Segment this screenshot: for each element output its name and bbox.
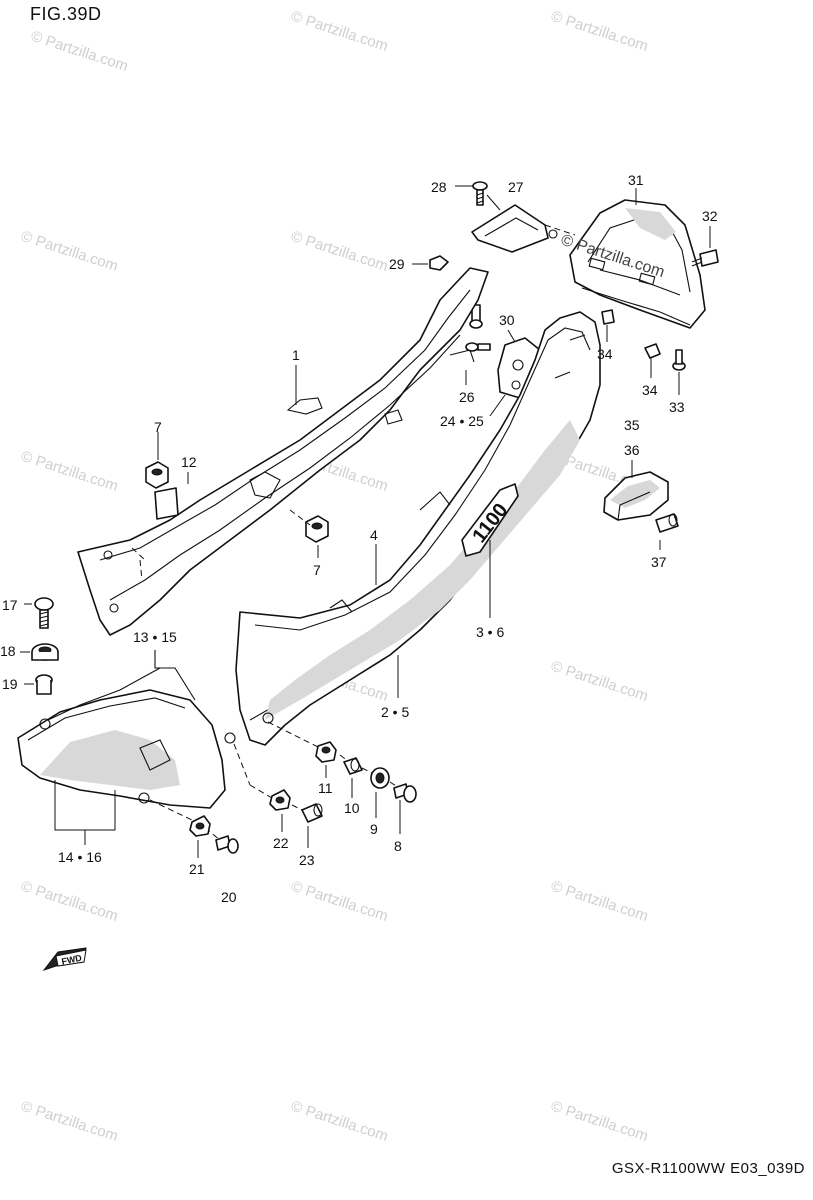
callout-label: 20 bbox=[221, 889, 237, 905]
callout-label: 21 bbox=[189, 861, 205, 877]
callout-label: 34 bbox=[597, 346, 613, 362]
callout-label: 18 bbox=[0, 643, 16, 659]
part-37-collar bbox=[655, 513, 679, 533]
part-14-16-side-cover bbox=[17, 650, 236, 809]
callout-label: 28 bbox=[431, 179, 447, 195]
part-29-clip bbox=[412, 255, 449, 271]
callout-label: 7 bbox=[154, 419, 162, 435]
part-17-bolt bbox=[24, 597, 54, 629]
callout-label: 23 bbox=[299, 852, 315, 868]
callout-label: 8 bbox=[394, 838, 402, 854]
part-8-screw bbox=[393, 783, 417, 834]
part-30-screw bbox=[469, 304, 483, 329]
watermark: © Partzilla.com bbox=[549, 1098, 650, 1145]
callout-label: 7 bbox=[313, 562, 321, 578]
callout-label: 31 bbox=[628, 172, 644, 188]
callout-label: 29 bbox=[389, 256, 405, 272]
callout-label: 19 bbox=[2, 676, 18, 692]
watermark: © Partzilla.com bbox=[289, 8, 390, 55]
figure-code: GSX-R1100WW E03_039D bbox=[611, 1160, 805, 1177]
watermark: © Partzilla.com bbox=[19, 228, 120, 275]
watermark: © Partzilla.com bbox=[289, 1098, 390, 1145]
callout-labels: 28 27 31 32 29 30 1 26 34 34 33 24 • 25 … bbox=[0, 172, 718, 905]
part-22-grommet bbox=[269, 789, 291, 832]
part-34-nut bbox=[601, 309, 615, 342]
part-7-grommet bbox=[305, 515, 329, 558]
watermark: © Partzilla.com bbox=[289, 228, 390, 275]
callout-label: 17 bbox=[2, 597, 18, 613]
callout-label: 37 bbox=[651, 554, 667, 570]
part-34-nut bbox=[644, 343, 661, 378]
part-18-washer bbox=[20, 643, 59, 661]
part-27-bracket bbox=[471, 204, 558, 253]
part-12-label bbox=[154, 472, 189, 520]
callout-label: 33 bbox=[669, 399, 685, 415]
callout-label: 1 bbox=[292, 347, 300, 363]
callout-label: 32 bbox=[702, 208, 718, 224]
part-11-grommet bbox=[315, 741, 337, 778]
callout-label: 12 bbox=[181, 454, 197, 470]
fig-title: FIG.39D bbox=[30, 4, 102, 24]
callout-label: 2 • 5 bbox=[381, 704, 409, 720]
watermark: © Partzilla.com bbox=[19, 878, 120, 925]
leader-14-16 bbox=[54, 780, 116, 845]
leader-lines bbox=[295, 188, 661, 698]
callout-label: 13 • 15 bbox=[133, 629, 177, 645]
watermark: © Partzilla.com bbox=[19, 448, 120, 495]
watermark: © Partzilla.com bbox=[549, 658, 650, 705]
callout-label: 34 bbox=[642, 382, 658, 398]
fwd-arrow-icon: FWD bbox=[42, 947, 87, 971]
callout-label: 22 bbox=[273, 835, 289, 851]
callout-label: 4 bbox=[370, 527, 378, 543]
watermark: © Partzilla.com bbox=[549, 8, 650, 55]
part-4-tail-cowl: 1100 bbox=[235, 311, 601, 746]
callout-label: 9 bbox=[370, 821, 378, 837]
callout-label: 35 bbox=[624, 417, 640, 433]
part-10-collar bbox=[343, 757, 363, 798]
callout-label: 11 bbox=[318, 780, 333, 796]
part-33-screw bbox=[672, 349, 686, 395]
fwd-label: FWD bbox=[61, 953, 84, 967]
part-21-grommet bbox=[189, 815, 211, 858]
callout-label: 26 bbox=[459, 389, 475, 405]
part-19-collar bbox=[24, 674, 53, 695]
callout-label: 36 bbox=[624, 442, 640, 458]
watermark: © Partzilla.com bbox=[289, 878, 390, 925]
part-35-36-rubber-block bbox=[603, 471, 669, 521]
watermark: © Partzilla.com bbox=[29, 28, 130, 75]
part-7-grommet bbox=[145, 432, 169, 489]
part-32-bolt bbox=[691, 226, 719, 267]
callout-label: 10 bbox=[344, 800, 360, 816]
callout-label: 3 • 6 bbox=[476, 624, 504, 640]
callout-label: 30 bbox=[499, 312, 515, 328]
watermark: © Partzilla.com bbox=[19, 1098, 120, 1145]
part-28-screw bbox=[455, 181, 488, 206]
callout-label: 14 • 16 bbox=[58, 849, 102, 865]
part-23-collar bbox=[301, 803, 323, 848]
watermark: © Partzilla.com bbox=[549, 878, 650, 925]
part-31-rear-bracket bbox=[569, 199, 706, 329]
part-9-washer bbox=[370, 767, 390, 818]
callout-label: 27 bbox=[508, 179, 524, 195]
callout-label: 24 • 25 bbox=[440, 413, 484, 429]
part-26-screw bbox=[465, 342, 491, 385]
part-20-screw bbox=[215, 835, 239, 854]
